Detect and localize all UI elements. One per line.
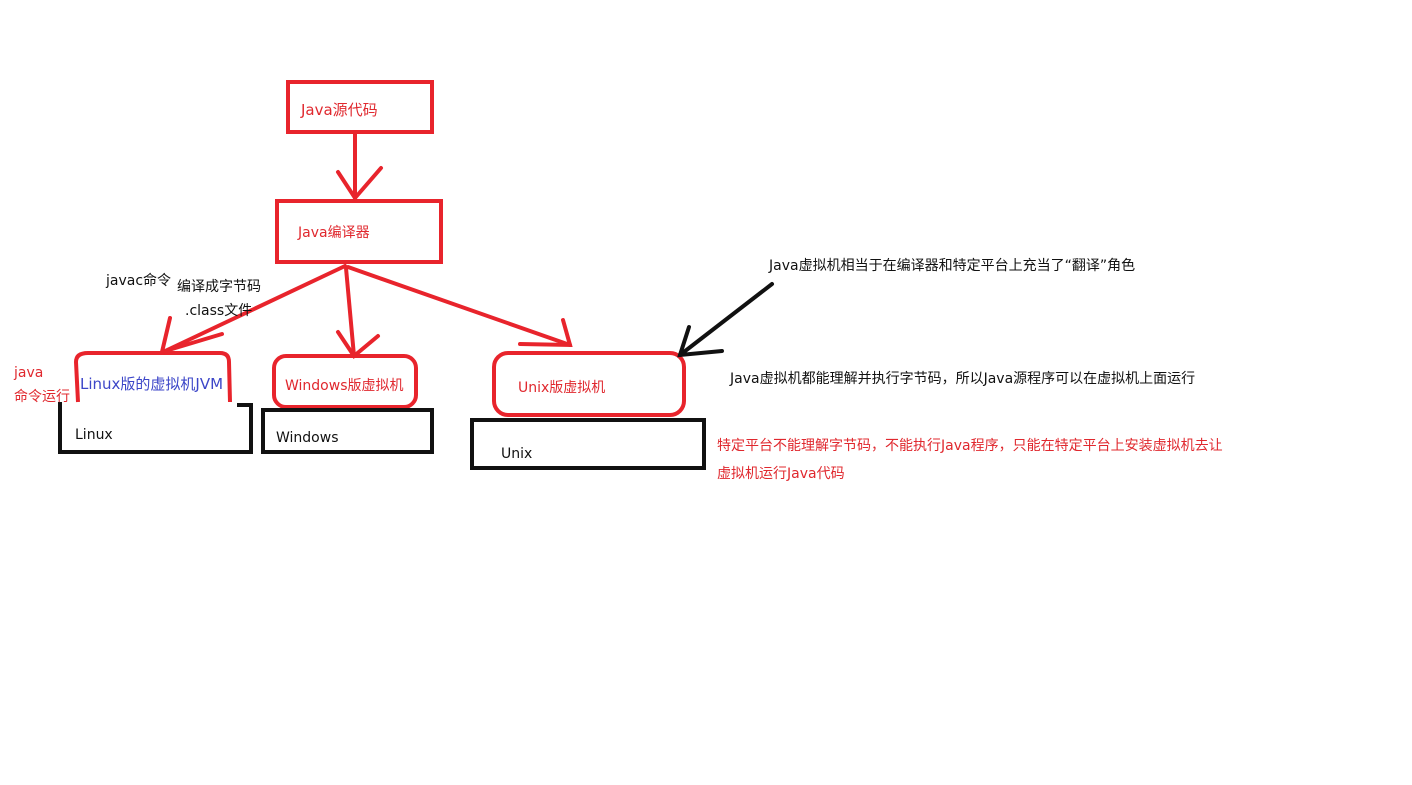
arrow-compiler-to-windows (336, 266, 380, 359)
source-label: Java源代码 (301, 101, 378, 119)
source-box (286, 80, 434, 134)
arrow-note-to-unix-vm (677, 282, 774, 358)
arrow-compiler-to-unix (346, 265, 573, 348)
java-command-label: java (14, 365, 44, 381)
platform-linux-box (58, 402, 253, 454)
compile-bytecode-label: 编译成字节码 (177, 279, 261, 295)
arrow-source-to-compiler (336, 131, 383, 202)
javac-command-label: javac命令 (106, 273, 172, 289)
platform-windows-label: Windows (276, 430, 339, 446)
platform-linux-label: Linux (75, 427, 113, 443)
vm-unix-label: Unix版虚拟机 (518, 380, 606, 396)
vm-unix-box (492, 351, 686, 417)
vm-linux-label: Linux版的虚拟机JVM (80, 375, 224, 393)
platform-unix-label: Unix (501, 446, 533, 462)
class-file-label: .class文件 (185, 303, 253, 319)
java-command-run-label: 命令运行 (14, 389, 70, 405)
compiler-label: Java编译器 (298, 225, 370, 241)
vm-windows-label: Windows版虚拟机 (285, 378, 404, 394)
vm-windows-box (272, 354, 418, 409)
arrow-compiler-to-linux (159, 264, 347, 355)
compiler-box (275, 199, 443, 264)
vm-linux-box (73, 351, 232, 403)
platform-note: 特定平台不能理解字节码，不能执行Java程序，只能在特定平台上安装虚拟机去让虚拟… (717, 438, 1223, 482)
vm-understand-note: Java虚拟机都能理解并执行字节码，所以Java源程序可以在虚拟机上面运行 (730, 371, 1196, 387)
platform-unix-box (470, 418, 706, 470)
vm-role-note: Java虚拟机相当于在编译器和特定平台上充当了“翻译”角色 (769, 258, 1136, 274)
platform-windows-box (261, 408, 434, 454)
